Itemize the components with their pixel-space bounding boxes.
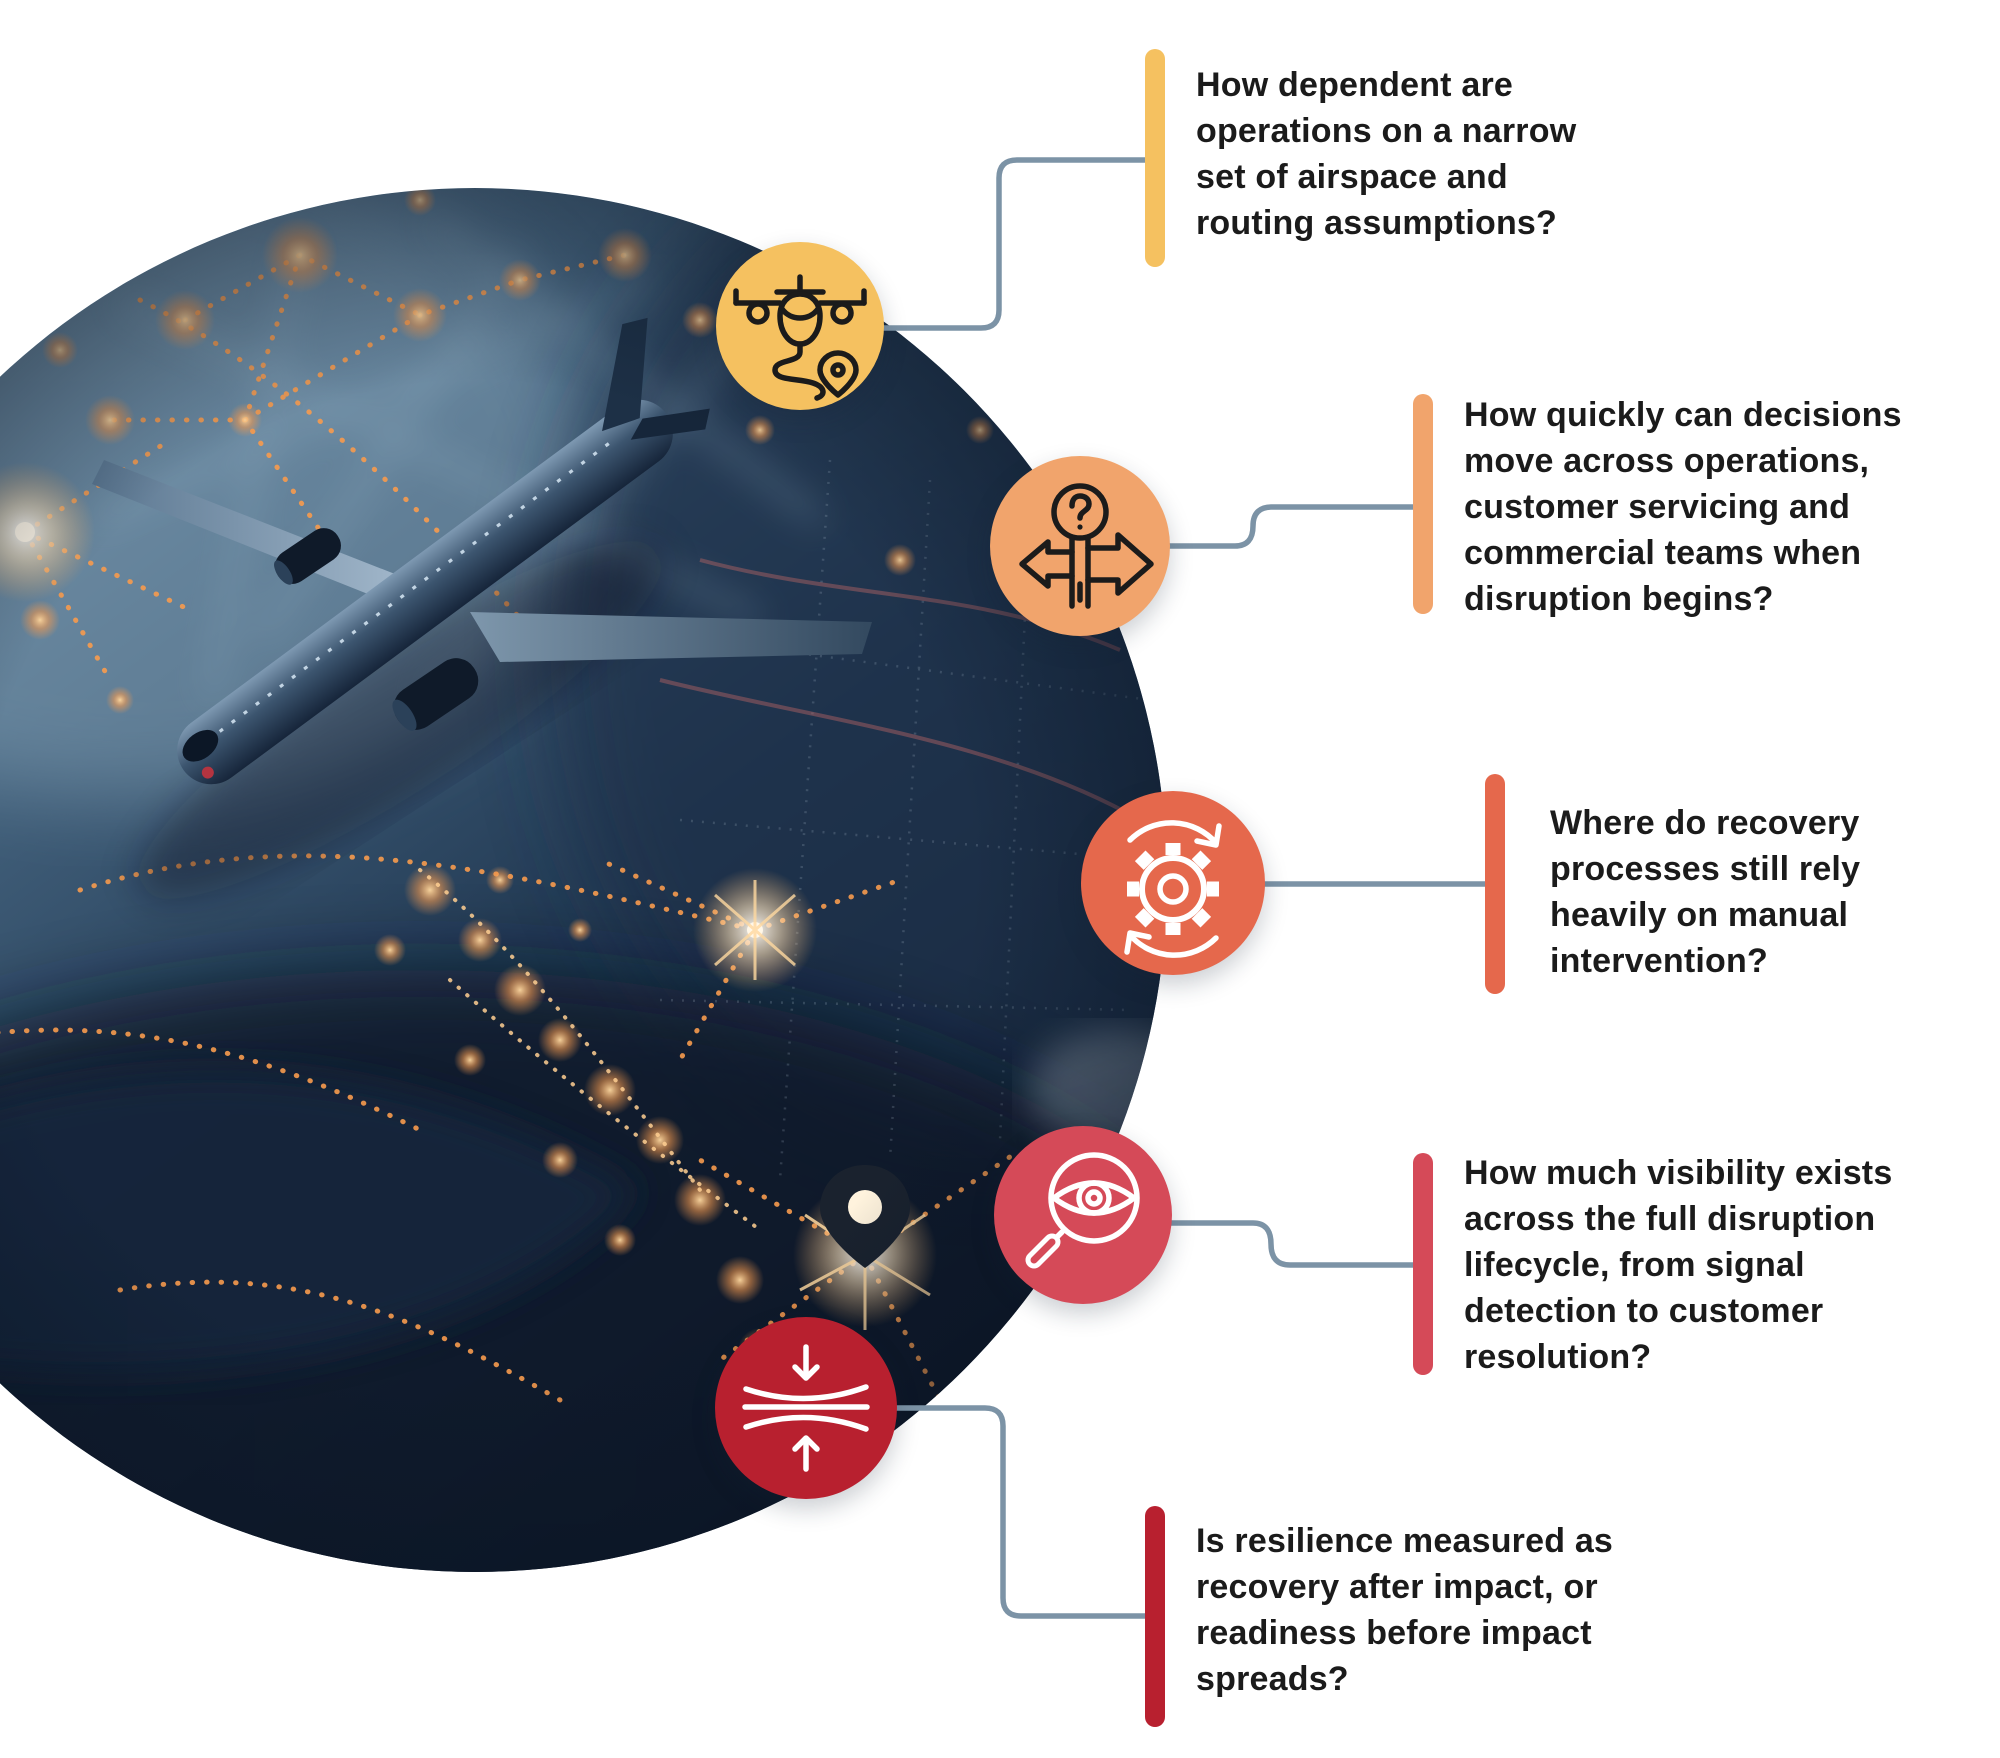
icon-circle-visibility [994, 1126, 1172, 1304]
question-text-airspace: How dependent are operations on a narrow… [1196, 66, 1577, 242]
decision-signpost-icon [1019, 483, 1154, 609]
icon-circle-decisions [990, 456, 1170, 636]
icon-circle-resilience [715, 1317, 897, 1499]
connector-line-4 [1165, 1220, 1416, 1268]
accent-bar-airspace [1145, 49, 1165, 267]
question-text-resilience: Is resilience measured as recovery after… [1196, 1522, 1614, 1698]
connector-line-5 [887, 1405, 1148, 1619]
icon-circle-recovery [1081, 791, 1265, 975]
accent-bar-decisions [1413, 394, 1433, 614]
accent-bar-visibility [1413, 1153, 1433, 1375]
connector-line-2 [1163, 504, 1416, 549]
question-text-recovery: Where do recovery processes still rely h… [1550, 804, 1861, 980]
impact-compression-icon [742, 1344, 870, 1472]
visibility-eye-magnifier-icon [1025, 1152, 1140, 1269]
accent-bar-recovery [1485, 774, 1505, 994]
question-text-visibility: How much visibility exists across the fu… [1464, 1154, 1893, 1376]
process-gear-cycle-icon [1124, 820, 1222, 958]
connector-line-1 [855, 157, 1148, 331]
icon-circle-airspace [716, 242, 884, 410]
question-text-decisions: How quickly can decisions move across op… [1464, 396, 1902, 618]
magnifier-handle-knockout [1030, 1238, 1056, 1264]
accent-bar-resilience [1145, 1506, 1165, 1727]
airplane-route-icon [733, 274, 867, 401]
